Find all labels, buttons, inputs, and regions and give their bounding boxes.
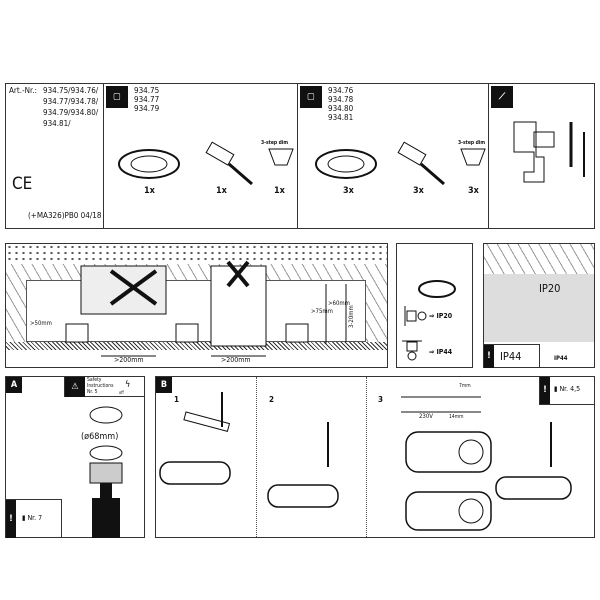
quantity: 3x <box>413 186 424 196</box>
package-b: ▢ 934.76 934.78 934.80 934.81 3-step dim… <box>298 84 489 228</box>
step-a-badge: A <box>6 377 22 393</box>
ceiling-thickness: 3-20mm <box>348 305 355 328</box>
step-number: 3 <box>378 395 384 404</box>
art-nr-label: Art.-Nr.: <box>9 86 37 95</box>
spacing: >200mm <box>221 356 251 364</box>
model: 934.80 <box>328 104 354 113</box>
divider <box>366 377 367 537</box>
warning-box: ! IP44 <box>484 344 540 368</box>
exclamation-icon: ! <box>540 377 550 404</box>
model: 934.76 <box>328 86 354 95</box>
insulation <box>484 244 594 274</box>
strip-length-7: 7mm <box>459 383 471 389</box>
model: 934.77 <box>134 95 160 104</box>
art-nr-line: 934.81/ <box>43 119 71 128</box>
fixtures-illustration <box>65 260 347 357</box>
note-label: Nr. 7 <box>27 514 43 522</box>
safety-line: Safety <box>87 377 102 383</box>
cavity <box>484 274 594 342</box>
off-label: off <box>119 390 124 395</box>
quantity: 1x <box>144 186 155 196</box>
lightning-icon: ϟ <box>125 380 131 390</box>
strip-length-14: 14mm <box>449 414 464 420</box>
divider <box>256 377 257 537</box>
model: 934.79 <box>134 104 160 113</box>
ip-rating-panel: ⇒ IP20 ⇒ IP44 <box>396 243 473 368</box>
article-info: Art.-Nr.: 934.75/934.76/ 934.77/934.78/ … <box>6 84 104 228</box>
ip-bottom-label: IP44 <box>554 355 568 362</box>
safety-text: Safety Instructions Nr. 5 <box>87 377 113 395</box>
model: 934.81 <box>328 113 354 122</box>
art-nr-line: 934.77/934.78/ <box>43 97 99 106</box>
exclamation-icon: ! <box>6 500 16 538</box>
ce-mark: CE <box>12 174 33 194</box>
safety-line: Nr. 5 <box>87 389 98 395</box>
ip-ceiling-label: IP44 <box>436 348 453 356</box>
ceiling-board <box>6 342 387 350</box>
dist-50: >50mm <box>30 320 52 327</box>
package-a: ▢ 934.75 934.77 934.79 3-step dim 1x 1x … <box>104 84 298 228</box>
ip-illustration <box>402 280 456 361</box>
quantity: 1x <box>216 186 227 196</box>
step-number: 1 <box>174 395 180 404</box>
drill-illustration <box>89 406 123 538</box>
note: ▮ Nr. 4,5 <box>554 385 581 393</box>
step-b-panel: B 1 2 3 7mm 14mm 230V ! ▮ Nr. 4,5 <box>155 376 595 538</box>
screwdriver-icon: ⟋ <box>491 86 513 108</box>
box-icon: ▢ <box>300 86 322 108</box>
box-icon: ▢ <box>106 86 128 108</box>
step-a-panel: A ⚠ Safety Instructions Nr. 5 ϟ off (ø68… <box>5 376 145 538</box>
ip-warning-label: IP44 <box>500 350 522 363</box>
note-label: Nr. 4,5 <box>559 385 581 393</box>
quantity: 3x <box>468 186 479 196</box>
warning-icon: ⚠ <box>65 377 85 397</box>
header-panel: Art.-Nr.: 934.75/934.76/ 934.77/934.78/ … <box>5 83 595 229</box>
tools-illustration <box>513 121 585 183</box>
ip-bathroom-panel: IP20 ! IP44 IP44 <box>483 243 595 368</box>
quantity: 1x <box>274 186 285 196</box>
ip-wall: ⇒ IP20 <box>429 312 453 320</box>
exclamation-icon: ! <box>484 345 494 368</box>
ip-top-label: IP20 <box>539 282 561 295</box>
tools-panel: ⟋ <box>489 84 595 228</box>
note-box: ! ▮ Nr. 7 <box>6 499 62 538</box>
voltage: 230V <box>419 413 433 420</box>
lamp-label: 3-step dim <box>458 140 486 146</box>
step-number: 2 <box>269 395 275 404</box>
dist-75: >75mm <box>311 308 333 315</box>
dist-60: >60mm <box>328 300 350 307</box>
model: 934.75 <box>134 86 160 95</box>
parts-illustration <box>315 141 486 186</box>
ip-wall-label: IP20 <box>436 312 453 320</box>
art-nr-line: 934.75/934.76/ <box>43 86 99 95</box>
model: 934.78 <box>328 95 354 104</box>
lamp-label: 3-step dim <box>261 140 289 146</box>
wiring-illustration <box>159 392 572 531</box>
step-b-badge: B <box>156 377 172 393</box>
ceiling-layer <box>6 244 387 264</box>
quantity: 3x <box>343 186 354 196</box>
parts-illustration <box>118 141 294 186</box>
installation-diagram: >50mm >75mm >60mm 3-20mm >200mm >200mm <box>5 243 388 368</box>
note-box: ! ▮ Nr. 4,5 <box>539 377 595 405</box>
note: ▮ Nr. 7 <box>22 514 43 522</box>
safety-box: ⚠ Safety Instructions Nr. 5 ϟ off <box>64 377 144 397</box>
code: (+MA326)PB0 04/18 <box>28 211 102 220</box>
spacing: >200mm <box>114 356 144 364</box>
hole-diameter: (ø68mm) <box>81 432 119 442</box>
art-nr-line: 934.79/934.80/ <box>43 108 99 117</box>
safety-line: Instructions <box>87 383 114 389</box>
ip-ceiling: ⇒ IP44 <box>429 348 453 356</box>
